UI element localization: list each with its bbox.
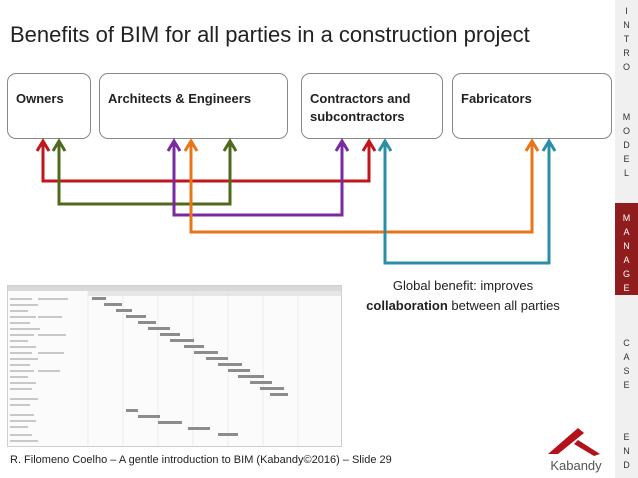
sidebar-intro-letter: O — [622, 62, 630, 72]
benefit-rest: between all parties — [447, 298, 560, 313]
arrowhead-architects-green — [222, 138, 238, 152]
sidebar-model-letter: M — [622, 112, 631, 122]
sidebar-case-letter: E — [623, 380, 630, 390]
arrowhead-owners-green — [51, 138, 67, 152]
benefit-bold-word: collaboration — [366, 298, 448, 313]
sidebar-case-letter: S — [623, 366, 630, 376]
slide-footer: R. Filomeno Coelho – A gentle introducti… — [10, 454, 392, 466]
kabandy-logo-text: Kabandy — [550, 458, 602, 473]
fabricators-label: Fabricators — [461, 91, 532, 106]
architects-engineers-box: Architects & Engineers — [99, 73, 288, 139]
sidebar-manage-letter: G — [622, 269, 630, 279]
owners-box: Owners — [7, 73, 91, 139]
contractors-label: Contractors and subcontractors — [310, 91, 411, 124]
sidebar-model-letter: O — [622, 126, 630, 136]
sidebar-case-letter: C — [623, 338, 630, 348]
sidebar-manage-letter: M — [622, 213, 631, 223]
global-benefit-text: Global benefit: improves collaboration b… — [350, 276, 576, 316]
arrow-architects-fabricators — [189, 142, 534, 234]
sidebar-manage-letter: A — [623, 227, 630, 237]
fabricators-box: Fabricators — [452, 73, 612, 139]
sidebar-model-letter: E — [623, 154, 630, 164]
sidebar-intro-letter: R — [623, 48, 630, 58]
sidebar-manage-letter: A — [623, 255, 630, 265]
sidebar-model-letter: D — [623, 140, 630, 150]
contractors-box: Contractors and subcontractors — [301, 73, 443, 139]
sidebar-end-letter: D — [623, 460, 630, 470]
arrowhead-contractors-teal — [377, 138, 393, 152]
arrow-owners-contractors — [41, 142, 371, 183]
sidebar-model-letter: L — [623, 168, 629, 178]
connection-arrows — [35, 138, 557, 265]
arrow-contractors-fabricators — [383, 142, 551, 265]
arrowhead-fabricators-teal — [541, 138, 557, 152]
slide-title: Benefits of BIM for all parties in a con… — [10, 22, 530, 47]
arrowhead-owners-red — [35, 138, 51, 152]
sidebar-intro-letter: I — [625, 6, 628, 16]
kabandy-logo-mark-icon — [548, 428, 600, 456]
benefit-line-1: Global benefit: improves — [392, 278, 534, 293]
arrowhead-contractors-purple — [334, 138, 350, 152]
sidebar-end-letter: N — [623, 446, 630, 456]
arrowhead-contractors-red — [361, 138, 377, 152]
sidebar-manage-letter: E — [623, 283, 630, 293]
arrowhead-architects-orange — [183, 138, 199, 152]
kabandy-logo: Kabandy — [538, 424, 614, 476]
sidebar-end-letter: E — [623, 432, 630, 442]
sidebar-manage-letter: N — [623, 241, 630, 251]
section-sidebar: I N T R O M O D E L M A N A G E C A S E … — [615, 0, 638, 478]
sidebar-intro-letter: T — [623, 34, 630, 44]
owners-label: Owners — [16, 91, 64, 106]
benefit-line-2: collaboration between all parties — [350, 296, 576, 316]
architects-engineers-label: Architects & Engineers — [108, 91, 252, 106]
arrow-owners-architects — [57, 142, 232, 206]
sidebar-intro-letter: N — [623, 20, 630, 30]
gantt-schedule-image — [7, 285, 342, 447]
sidebar-case-letter: A — [623, 352, 630, 362]
sidebar-manage-active-section: M A N A G E — [615, 203, 638, 295]
arrow-architects-contractors — [172, 142, 344, 217]
arrowhead-architects-purple — [166, 138, 182, 152]
arrowhead-fabricators-orange — [524, 138, 540, 152]
